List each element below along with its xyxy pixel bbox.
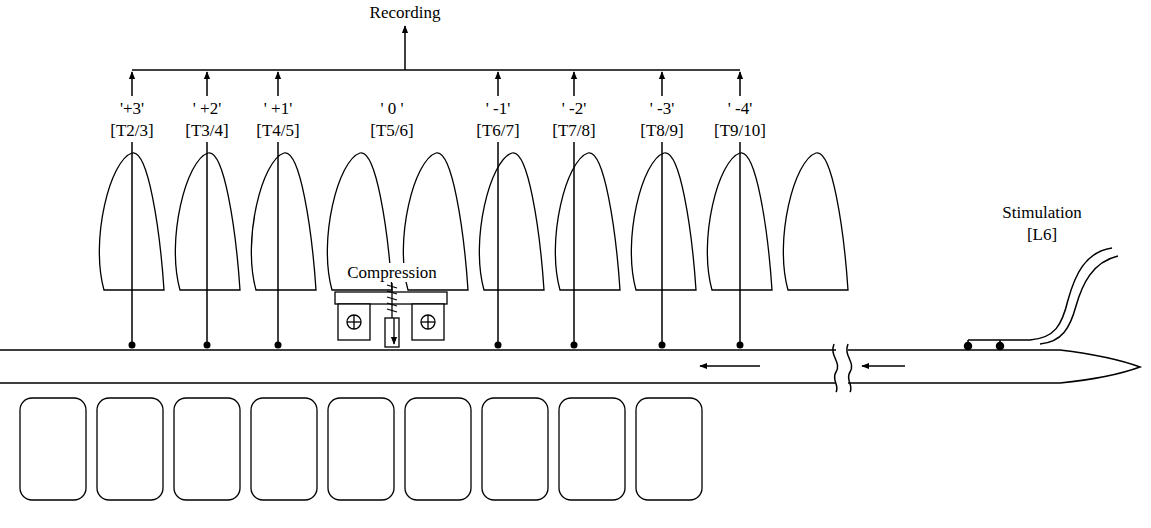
spinal-cord — [700, 365, 760, 367]
level-number: ' -2' — [560, 99, 589, 118]
compression-device — [412, 304, 444, 340]
compression-device — [347, 315, 361, 329]
segment-label: [T2/3] — [108, 121, 155, 140]
electrode-lead — [661, 72, 663, 96]
spinal-cord — [0, 350, 1140, 383]
spinal-cord — [0, 344, 1140, 392]
stimulating-electrode — [965, 248, 1119, 350]
electrode-wire — [661, 142, 663, 345]
electrode-lead — [739, 72, 741, 96]
spinal-cord — [847, 344, 852, 392]
electrode-tip — [204, 342, 211, 349]
compression-device — [353, 315, 354, 329]
screw-thread — [387, 291, 397, 294]
spinous-process — [555, 153, 620, 290]
caption-label: Recording — [368, 3, 443, 22]
vertebral-body — [559, 398, 625, 500]
screw-thread — [387, 297, 397, 300]
compression-device — [387, 285, 397, 312]
vertebral-body — [405, 398, 471, 500]
recording-electrodes — [129, 72, 744, 349]
stimulating-electrode — [997, 343, 1004, 350]
compression-device — [427, 315, 428, 329]
screw-thread — [387, 309, 397, 312]
compression-device — [421, 315, 435, 329]
level-number: ' 0 ' — [378, 99, 405, 118]
electrode-wire — [497, 142, 499, 345]
segment-label: [T9/10] — [712, 121, 768, 140]
vertebral-body — [482, 398, 548, 500]
segment-label: [T3/4] — [183, 121, 230, 140]
spinal-cord — [862, 365, 905, 367]
segment-label: [T8/9] — [638, 121, 685, 140]
electrode-lead — [573, 72, 575, 96]
stimulating-electrode — [1040, 256, 1118, 344]
spinous-process — [783, 153, 848, 290]
electrode-wire — [131, 142, 133, 345]
segment-label: [T7/8] — [550, 121, 597, 140]
compression-device — [393, 318, 394, 344]
recording-wiring — [404, 26, 406, 70]
level-number: ' +2' — [191, 99, 223, 118]
compression-device — [385, 318, 399, 347]
vertebral-body — [20, 398, 86, 500]
electrode-tip — [275, 342, 282, 349]
vertebral-body — [328, 398, 394, 500]
vertebral-body — [97, 398, 163, 500]
vertebral-bodies — [20, 398, 702, 500]
electrode-tip — [659, 342, 666, 349]
segment-label: [T6/7] — [474, 121, 521, 140]
spinal-cord — [833, 344, 838, 392]
segment-label: [T5/6] — [368, 121, 415, 140]
electrode-tip — [571, 342, 578, 349]
electrode-wire — [739, 142, 741, 345]
device-label: Compression — [345, 263, 439, 282]
spinous-process — [479, 153, 544, 290]
screw-thread — [387, 285, 397, 288]
vertebral-body — [251, 398, 317, 500]
recording-wiring — [132, 26, 740, 70]
electrode-lead — [206, 72, 208, 96]
electrode-tip — [737, 342, 744, 349]
stimulating-electrode — [965, 343, 972, 350]
screw-thread — [387, 303, 397, 306]
electrode-lead — [277, 72, 279, 96]
electrode-lead — [497, 72, 499, 96]
electrode-wire — [573, 142, 575, 345]
level-number: ' +1' — [262, 99, 294, 118]
level-number: '+3' — [118, 99, 146, 118]
compression-device — [335, 283, 447, 347]
compression-device — [391, 283, 392, 318]
vertebral-processes — [99, 153, 848, 290]
spinous-process — [251, 153, 316, 290]
electrode-tip — [129, 342, 136, 349]
segment-label: [L6] — [1025, 225, 1059, 244]
recording-wiring — [132, 69, 740, 71]
stimulation-label: Stimulation — [1000, 203, 1083, 222]
level-number: ' -3' — [648, 99, 677, 118]
electrode-lead — [131, 72, 133, 96]
spinous-process — [631, 153, 696, 290]
segment-label: [T4/5] — [254, 121, 301, 140]
electrode-wire — [206, 142, 208, 345]
compression-device — [335, 292, 447, 304]
level-number: ' -1' — [484, 99, 513, 118]
electrode-wire — [277, 142, 279, 345]
stimulating-electrode — [968, 248, 1112, 340]
level-number: ' -4' — [726, 99, 755, 118]
vertebral-body — [174, 398, 240, 500]
vertebral-body — [636, 398, 702, 500]
electrode-tip — [495, 342, 502, 349]
compression-device — [338, 304, 370, 340]
